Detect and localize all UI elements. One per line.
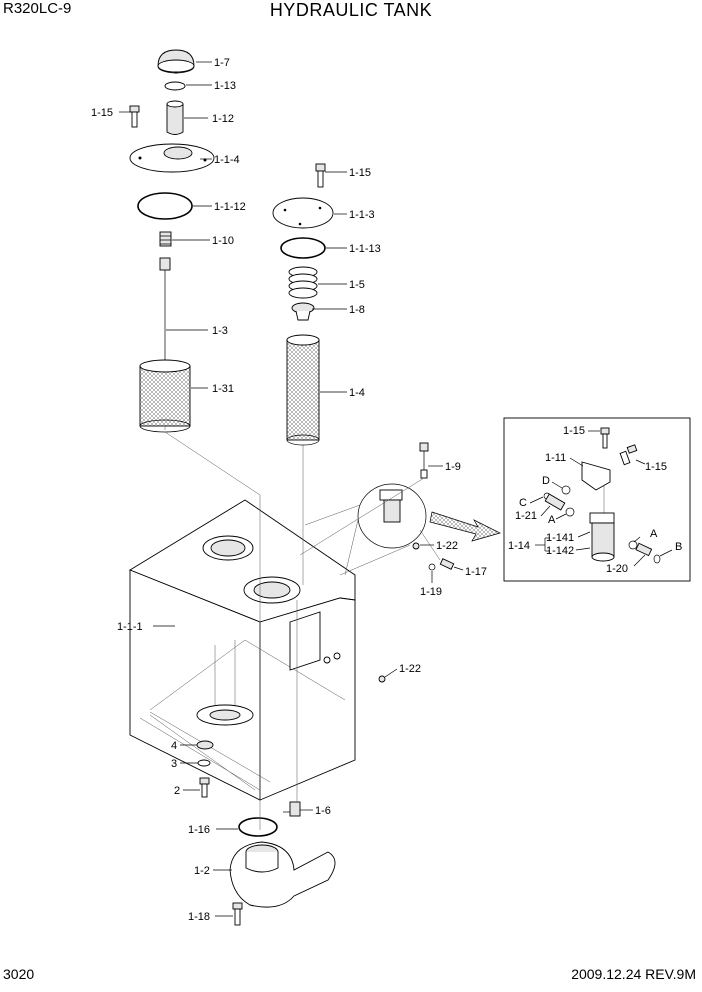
part-cover-plate-left bbox=[129, 143, 215, 173]
callout-1-9: 1-9 bbox=[445, 461, 461, 473]
page-number: 3020 bbox=[3, 966, 35, 982]
part-cover-plate-mid bbox=[272, 197, 334, 229]
detail-callout-1-11: 1-11 bbox=[545, 452, 566, 464]
callout-4: 4 bbox=[171, 740, 177, 752]
callout-1-8: 1-8 bbox=[349, 304, 365, 316]
detail-callout-1-20: 1-20 bbox=[606, 563, 628, 575]
callout-1-1-4: 1-1-4 bbox=[214, 154, 240, 166]
part-bolt-1-18 bbox=[232, 902, 243, 926]
revision-date: 2009.12.24 REV.9M bbox=[571, 966, 696, 982]
detail-callout-1-15-right: 1-15 bbox=[645, 461, 667, 473]
callout-1-3: 1-3 bbox=[212, 325, 228, 337]
callout-3: 3 bbox=[171, 758, 177, 770]
part-sensor-1-6 bbox=[283, 801, 301, 817]
detail-callout-C: C bbox=[519, 497, 527, 509]
part-suction-pipe bbox=[229, 841, 336, 908]
part-bolt-mid bbox=[315, 163, 326, 188]
part-spring-large bbox=[288, 266, 318, 299]
part-o-ring-small bbox=[164, 81, 186, 91]
hydraulic-tank-body bbox=[128, 499, 356, 801]
callout-1-1-13: 1-1-13 bbox=[349, 243, 381, 255]
callout-1-10: 1-10 bbox=[212, 235, 234, 247]
part-washer-3 bbox=[197, 759, 211, 767]
callout-1-22-bottom: 1-22 bbox=[399, 663, 421, 675]
callout-1-18: 1-18 bbox=[188, 911, 210, 923]
part-plug-1-22b bbox=[378, 675, 386, 683]
part-strainer bbox=[139, 359, 191, 433]
leader-lines bbox=[119, 61, 464, 917]
part-o-ring-1-19 bbox=[428, 563, 436, 571]
model-number: R320LC-9 bbox=[3, 0, 72, 17]
callout-1-1-3: 1-1-3 bbox=[349, 209, 375, 221]
callout-1-12: 1-12 bbox=[212, 113, 234, 125]
callout-labels: 1-7 1-13 1-15 1-12 1-1-4 1-1-12 1-10 1-3… bbox=[91, 57, 487, 923]
callout-2: 2 bbox=[174, 785, 180, 797]
detail-callout-A-left: A bbox=[548, 514, 556, 526]
page-title: HYDRAULIC TANK bbox=[269, 0, 433, 20]
part-sight-gauge bbox=[419, 442, 429, 479]
part-washer-4 bbox=[196, 740, 214, 750]
detail-callout-1-15-top: 1-15 bbox=[563, 425, 585, 437]
part-fitting-1-17 bbox=[439, 558, 455, 570]
callout-1-5: 1-5 bbox=[349, 279, 365, 291]
callout-1-22-top: 1-22 bbox=[436, 540, 458, 552]
part-spring-small bbox=[159, 231, 172, 247]
filter-detail-box: 1-15 1-11 1-15 D C 1-21 A 1-14 1-141 1-1… bbox=[503, 417, 691, 582]
detail-callout-B: B bbox=[675, 541, 682, 553]
callout-1-13: 1-13 bbox=[214, 80, 236, 92]
callout-1-31: 1-31 bbox=[212, 383, 234, 395]
part-strainer-rod bbox=[159, 257, 171, 362]
part-o-ring-large-left bbox=[137, 192, 193, 220]
part-inlet-pipe bbox=[166, 100, 184, 135]
callout-1-15-left: 1-15 bbox=[91, 107, 113, 119]
detail-callout-1-21: 1-21 bbox=[515, 510, 537, 522]
callout-1-1-1: 1-1-1 bbox=[117, 621, 143, 633]
part-o-ring-1-16 bbox=[238, 817, 278, 837]
callout-1-16: 1-16 bbox=[188, 824, 210, 836]
part-plug-1-22a bbox=[412, 542, 420, 550]
part-breather-cap bbox=[157, 49, 195, 74]
callout-1-6: 1-6 bbox=[315, 805, 331, 817]
detail-pointer-arrow bbox=[429, 511, 501, 542]
callout-1-1-12: 1-1-12 bbox=[214, 201, 246, 213]
part-bolt-2 bbox=[199, 777, 210, 798]
detail-callout-D: D bbox=[542, 475, 550, 487]
callout-1-2: 1-2 bbox=[194, 865, 210, 877]
callout-1-4: 1-4 bbox=[349, 387, 365, 399]
callout-1-7: 1-7 bbox=[214, 57, 230, 69]
detail-callout-A-right: A bbox=[650, 528, 658, 540]
callout-1-15-mid: 1-15 bbox=[349, 167, 371, 179]
part-return-filter bbox=[286, 334, 320, 446]
detail-callout-1-14: 1-14 bbox=[508, 540, 530, 552]
detail-callout-1-142: 1-142 bbox=[546, 545, 574, 557]
part-o-ring-large-mid bbox=[280, 237, 326, 259]
detail-callout-1-141: 1-141 bbox=[546, 532, 574, 544]
callout-1-19: 1-19 bbox=[420, 586, 442, 598]
part-valve bbox=[291, 302, 315, 321]
part-bolt-left bbox=[129, 105, 140, 128]
callout-1-17: 1-17 bbox=[465, 566, 487, 578]
